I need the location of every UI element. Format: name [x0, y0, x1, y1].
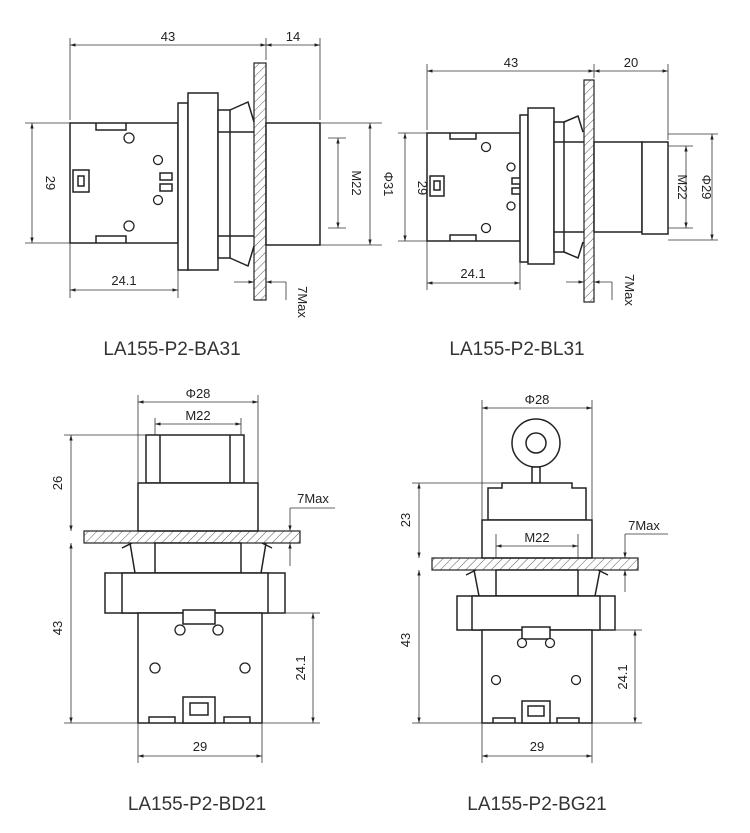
bl31-switch-body — [426, 79, 669, 303]
bl31-base-label: 24.1 — [460, 266, 485, 281]
bg21-width-label: 29 — [530, 739, 544, 754]
view-ba31: 43 14 29 M22 Φ31 24.1 7M — [25, 29, 396, 360]
bl31-height-label: 29 — [415, 181, 430, 195]
bg21-length-label: 43 — [398, 633, 413, 647]
bg21-head-label: 23 — [398, 513, 413, 527]
ba31-diameter-label: Φ31 — [381, 172, 396, 197]
bd21-width-label: 29 — [193, 739, 207, 754]
caption-bl31: LA155-P2-BL31 — [449, 339, 584, 360]
ba31-dimensions: 43 14 29 M22 Φ31 24.1 7M — [25, 29, 396, 318]
bd21-diameter-label: Φ28 — [186, 386, 211, 401]
bl31-thread-label: M22 — [675, 174, 690, 199]
bg21-base-label: 24.1 — [615, 664, 630, 689]
bl31-dimensions: 43 20 29 M22 Φ29 24.1 7Max — [398, 55, 718, 306]
bg21-diameter-label: Φ28 — [525, 392, 550, 407]
bg21-switch-body — [431, 418, 639, 724]
ba31-height-label: 29 — [43, 176, 58, 190]
bg21-dimensions: Φ28 M22 23 43 24.1 29 7Max — [398, 392, 668, 763]
bl31-protrusion-label: 20 — [624, 55, 638, 70]
caption-ba31: LA155-P2-BA31 — [103, 339, 240, 360]
ba31-base-label: 24.1 — [111, 273, 136, 288]
bd21-thread-label: M22 — [185, 408, 210, 423]
bd21-panel-label: 7Max — [297, 491, 329, 506]
view-bd21: Φ28 M22 26 43 24.1 29 7Max LA155-P2-BD21 — [50, 386, 335, 815]
caption-bd21: LA155-P2-BD21 — [128, 794, 266, 815]
bl31-length-label: 43 — [504, 55, 518, 70]
ba31-protrusion-label: 14 — [286, 29, 300, 44]
bd21-length-label: 43 — [50, 621, 65, 635]
bd21-dimensions: Φ28 M22 26 43 24.1 29 7Max — [50, 386, 335, 763]
bd21-base-label: 24.1 — [293, 655, 308, 680]
view-bl31: 43 20 29 M22 Φ29 24.1 7Max LA155-P2-BL31 — [398, 55, 718, 360]
view-bg21: Φ28 M22 23 43 24.1 29 7Max LA155-P2-BG21 — [398, 392, 668, 815]
ba31-switch-body — [69, 62, 321, 301]
bl31-diameter-label: Φ29 — [699, 175, 714, 200]
ba31-length-label: 43 — [161, 29, 175, 44]
ba31-thread-label: M22 — [349, 170, 364, 195]
bd21-switch-body — [83, 434, 301, 724]
ba31-panel-label: 7Max — [295, 286, 310, 318]
bg21-thread-label: M22 — [524, 530, 549, 545]
bl31-panel-label: 7Max — [622, 274, 637, 306]
bd21-head-label: 26 — [50, 476, 65, 490]
bg21-panel-label: 7Max — [628, 518, 660, 533]
caption-bg21: LA155-P2-BG21 — [467, 794, 606, 815]
